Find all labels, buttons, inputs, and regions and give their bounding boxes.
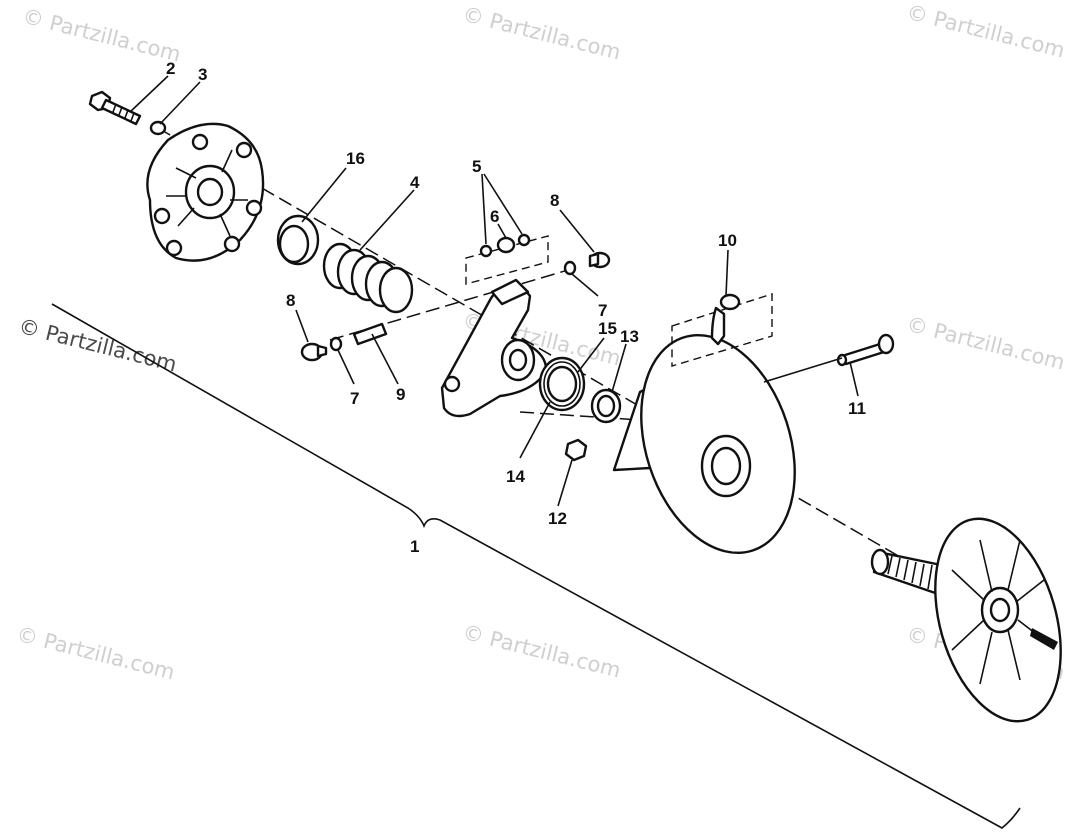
callout-13: 13 (620, 327, 639, 346)
callout-11: 11 (848, 399, 866, 418)
cap-screw-right-part (588, 251, 611, 269)
callout-10: 10 (718, 231, 737, 250)
long-bolt-part (836, 333, 895, 367)
callout-7-right: 7 (598, 301, 607, 320)
callout-16: 16 (346, 149, 365, 168)
cap-screw-left-part (300, 342, 328, 362)
callout-8-left: 8 (286, 291, 295, 310)
fixed-sheave-part (870, 517, 1062, 723)
callout-12: 12 (548, 509, 567, 528)
callout-4: 4 (410, 173, 420, 192)
leader-lines (129, 75, 859, 507)
callout-9: 9 (396, 385, 405, 404)
callout-14: 14 (506, 467, 525, 486)
callout-7-left: 7 (350, 389, 359, 408)
small-washer-left-part (329, 336, 343, 352)
bushing-ring-part (276, 214, 320, 266)
seal-ring-part (590, 388, 622, 424)
callout-1: 1 (410, 537, 419, 556)
callout-3: 3 (198, 65, 207, 84)
small-washer-right-part (563, 260, 577, 276)
washer-part (149, 120, 167, 136)
lower-axis (519, 411, 641, 421)
callout-6: 6 (490, 207, 499, 226)
callout-8-right: 8 (550, 191, 559, 210)
callout-15: 15 (598, 319, 617, 338)
spring-part (322, 242, 414, 314)
assembly-bracket (51, 303, 1021, 829)
nut-part (564, 438, 588, 462)
cover-housing-part (146, 122, 265, 262)
bolt-part (88, 90, 142, 126)
bearing-part (538, 356, 586, 412)
moveable-sheave-part (612, 333, 796, 555)
washer-5a-part (479, 244, 493, 258)
washer-5b-part (517, 233, 531, 247)
roller-6-part (496, 236, 516, 254)
spider-part (440, 278, 548, 418)
pin-part (352, 322, 388, 346)
callout-2: 2 (166, 59, 175, 78)
cam-weight-part (710, 293, 741, 346)
callout-5: 5 (472, 157, 481, 176)
